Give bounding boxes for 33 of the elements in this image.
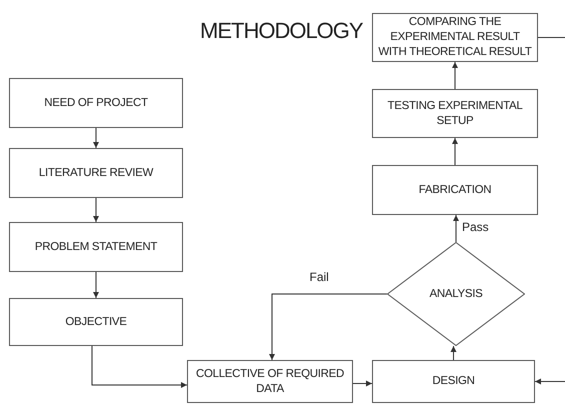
node-label: TESTING EXPERIMENTAL SETUP: [386, 98, 524, 128]
arrow: [450, 346, 456, 360]
process-box: [9, 148, 183, 198]
arrow: [93, 128, 99, 148]
title: METHODOLOGY: [200, 18, 363, 44]
node-label: COLLECTIVE OF REQUIRED DATA: [194, 366, 346, 396]
node-label: OBJECTIVE: [65, 314, 127, 330]
node-label: ANALYSIS: [430, 286, 482, 302]
node-label: NEED OF PROJECT: [44, 96, 148, 110]
process-box: [372, 165, 538, 215]
process-box: [9, 298, 183, 346]
node-label: PROBLEM STATEMENT: [34, 240, 158, 254]
node-label: LITERATURE REVIEW: [38, 166, 154, 180]
process-box: [372, 89, 538, 138]
node-label: DESIGN: [432, 374, 475, 389]
arrow: [452, 138, 458, 166]
process-box: [372, 360, 535, 403]
edge-label: Fail: [310, 270, 329, 284]
process-box: [187, 360, 353, 403]
arrow: [93, 198, 99, 222]
arrow: [92, 346, 188, 388]
arrow: [352, 380, 372, 386]
node-label: COMPARING THE EXPERIMENTAL RESULT WITH THEORETICAL RESULT: [377, 15, 533, 60]
arrow: [452, 62, 458, 90]
arrow: [269, 294, 388, 360]
node-label: FABRICATION: [418, 182, 492, 198]
edge-label: Pass: [462, 220, 489, 234]
arrow: [93, 272, 99, 298]
arrow: [453, 214, 459, 242]
process-box: [9, 222, 183, 272]
process-box: [9, 78, 183, 128]
decision-diamond: [387, 242, 525, 346]
arrow: [534, 378, 565, 384]
